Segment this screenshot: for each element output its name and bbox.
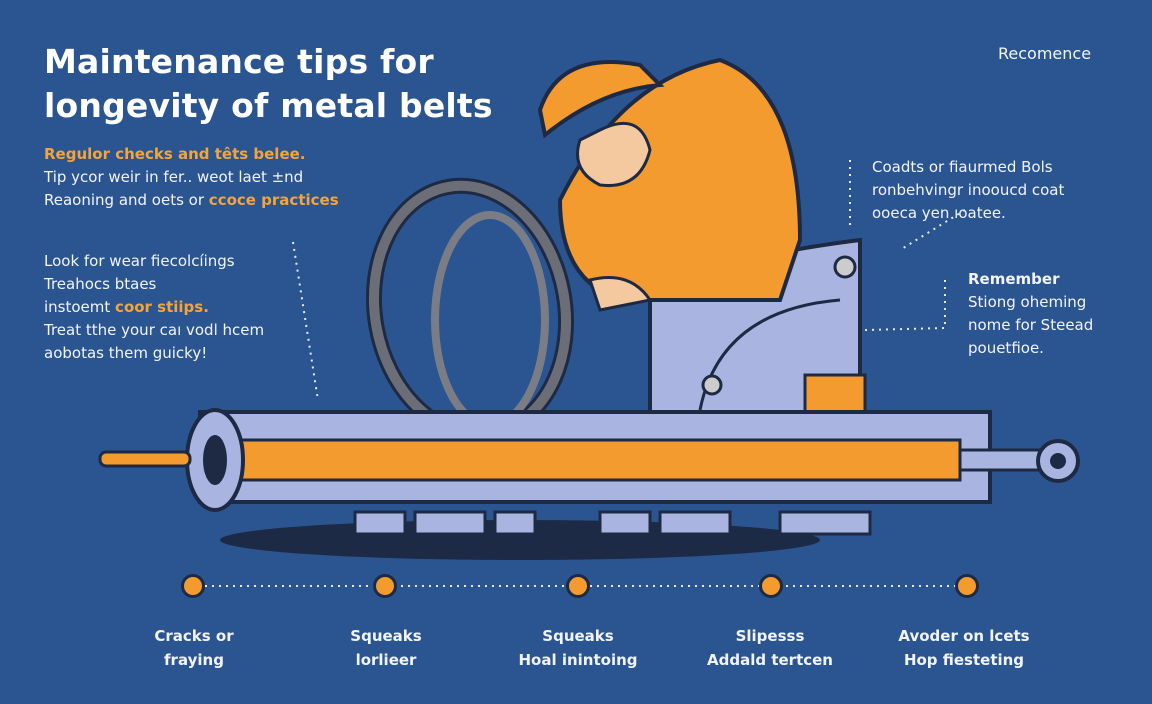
tip-line: Treahocs btaes: [44, 275, 157, 293]
tip-line: Tip ycor weir in fer.. weot laet ±nd: [44, 168, 304, 186]
tip-line: instoemt coor stiips.: [44, 298, 209, 316]
orange-roller: [218, 438, 962, 482]
step-marker-icon: [181, 574, 205, 598]
coiled-belt: [365, 177, 575, 443]
tip-line: aobotas them guicky!: [44, 344, 208, 362]
step-marker-icon: [373, 574, 397, 598]
step-marker-icon: [955, 574, 979, 598]
remember-heading: Remember: [968, 270, 1060, 288]
tip-block-regular-checks: Regulor checks and têts belee. Tip ycor …: [44, 143, 339, 212]
tip-line: Treat tthe your caı vodl hcem: [44, 321, 265, 339]
shaft-left: [98, 450, 192, 468]
hard-hat-icon: [537, 60, 665, 139]
tip-heading: Regulor checks and têts belee.: [44, 145, 306, 163]
worker-face: [576, 121, 652, 188]
tip-block-wear: Look for wear fiecolcíings Treahocs btae…: [44, 250, 264, 365]
tip-line: Reaoning and oets or ccoce practices: [44, 191, 339, 209]
bolt-icon: [833, 255, 857, 279]
corner-label: Recomence: [998, 44, 1092, 63]
step-marker-icon: [759, 574, 783, 598]
worker-hand: [588, 276, 653, 312]
bolt-icon: [701, 374, 723, 396]
tip-line: Look for wear fiecolcíings: [44, 252, 235, 270]
worker-body: [557, 57, 803, 302]
oil-can: [803, 373, 867, 417]
lower-rollers: [353, 510, 872, 536]
step-marker-icon: [566, 574, 590, 598]
